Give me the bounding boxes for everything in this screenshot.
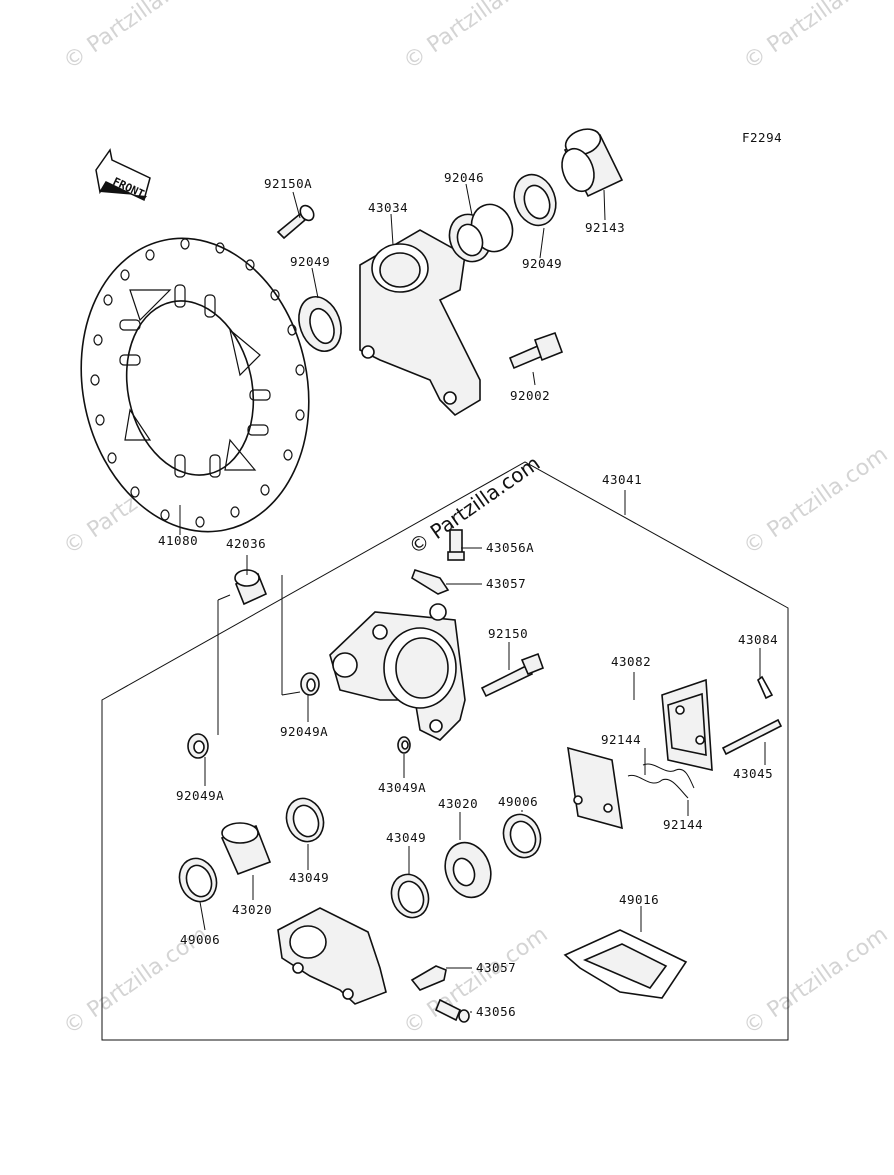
brake-disc [80,237,310,533]
label-43084: 43084 [738,632,778,647]
label-92049-left: 92049 [290,254,330,269]
bolt-92002 [508,331,564,370]
label-43020-left: 43020 [232,902,272,917]
label-43082: 43082 [611,654,651,669]
label-92144-top: 92144 [601,732,641,747]
watermark-faint: © Partzilla.com [399,0,552,75]
label-43056A: 43056A [486,540,534,555]
label-49016: 49016 [619,892,659,907]
pad-spring-49016 [563,929,688,999]
watermark-faint: © Partzilla.com [739,442,892,560]
label-43049A: 43049A [378,780,426,795]
piston-43020-right [444,841,492,899]
bleeder-43056 [434,998,470,1023]
brake-pads-43082 [567,678,713,830]
clip-43084 [757,675,774,700]
part-labels: 92150A 92046 43034 92049 92049 92143 920… [158,170,778,1019]
label-92144-bottom: 92144 [663,817,703,832]
assembly-outline [101,461,789,1041]
watermark-faint: © Partzilla.com [739,0,892,75]
seal-49006-left [178,857,218,903]
cap-43057-top [411,569,450,595]
label-92150: 92150 [488,626,528,641]
label-92049A-left: 92049A [176,788,224,803]
collar-92143 [561,128,624,198]
label-41080: 41080 [158,533,198,548]
bolt-92150A [276,204,315,240]
piston-43020-left [220,822,272,876]
seal-92049-right [513,173,557,227]
caliper-body-top [329,603,466,741]
seal-43049-mid [390,873,430,919]
label-42036: 42036 [226,536,266,551]
leader-lines [179,183,766,1013]
bearing-92046 [448,203,514,263]
ring-43049A [397,736,411,754]
cap-43057-bottom [410,965,447,991]
label-49006-left: 49006 [180,932,220,947]
label-43056: 43056 [476,1004,516,1019]
label-92046: 92046 [444,170,484,185]
watermark-faint: © Partzilla.com [739,922,892,1040]
caliper-body-bottom [277,907,387,1005]
bolt-92150 [480,652,545,698]
label-92049A-mid: 92049A [280,724,328,739]
figure-code: F2294 [742,130,782,145]
label-43034: 43034 [368,200,408,215]
label-43049-mid: 43049 [386,830,426,845]
seal-92049A-left [187,733,209,759]
label-43057-top: 43057 [486,576,526,591]
label-43020-right: 43020 [438,796,478,811]
seal-92049-left [298,296,342,352]
caliper-bracket-43034 [359,229,481,417]
label-43057-bottom: 43057 [476,960,516,975]
front-arrow-icon: FRONT [95,148,151,202]
seal-92049A-mid [300,672,320,696]
seal-49006-right [502,813,542,859]
pin-43045 [721,718,783,756]
label-43041: 43041 [602,472,642,487]
label-92049-right: 92049 [522,256,562,271]
label-92150A: 92150A [264,176,312,191]
label-43045: 43045 [733,766,773,781]
springs-92144 [627,763,695,799]
label-92143: 92143 [585,220,625,235]
seal-43049-left [285,797,325,843]
bleeder-43056A [447,529,465,561]
label-49006-right: 49006 [498,794,538,809]
sleeve-42036 [234,569,268,606]
watermark-faint: © Partzilla.com [59,0,212,75]
label-43049-left: 43049 [289,870,329,885]
label-92002: 92002 [510,388,550,403]
